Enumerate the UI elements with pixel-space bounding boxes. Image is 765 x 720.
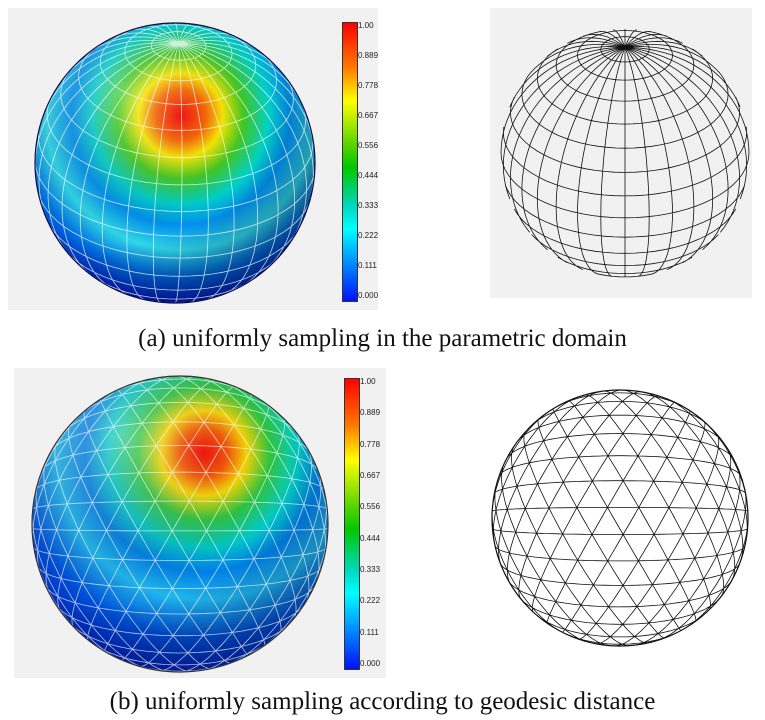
colorbar-a-tick-9: 0.000 (358, 291, 379, 300)
panel-a-wireframe-sphere (500, 29, 750, 278)
panel-b-wireframe-sphere (491, 389, 749, 647)
colorbar-a-tick-8: 0.111 (358, 261, 377, 270)
colorbar-a-tick-7: 0.222 (358, 231, 379, 240)
colorbar-a-tick-5: 0.444 (358, 171, 379, 180)
caption-b: (b) uniformly sampling according to geod… (109, 688, 656, 715)
colorbar-b-tick-6: 0.333 (360, 565, 381, 574)
panel-a-wire-background (490, 8, 752, 298)
colorbar-b-tick-5: 0.444 (360, 533, 381, 543)
panel-b-colored-sphere (31, 375, 329, 673)
colorbar-b-tick-4: 0.556 (360, 502, 381, 512)
colorbar-a-tick-4: 0.556 (358, 141, 379, 150)
colorbar-b-tick-0: 1.00 (360, 377, 376, 386)
caption-a: (a) uniformly sampling in the parametric… (138, 325, 627, 352)
colorbar-b-tick-2: 0.778 (360, 439, 381, 449)
wireA-lines (500, 29, 750, 278)
colorbar-a-tick-2: 0.778 (358, 81, 379, 90)
colorbar-a-tick-3: 0.667 (358, 111, 379, 120)
colorbar-a: 1.00 0.889 0.778 0.667 0.556 0.444 0.333 0.222 0… (342, 21, 382, 302)
colorbar-a-tick-0: 1.00 (358, 21, 374, 30)
colorbar-b: 1.00 0.889 0.778 0.667 0.556 0.444 0.333 0.222 0… (344, 377, 384, 670)
colorbar-b-tick-8: 0.111 (360, 627, 379, 637)
colorbar-b-gradient (344, 378, 360, 670)
colorbar-b-tick-7: 0.222 (360, 596, 381, 606)
colorbar-b-tick-9: 0.000 (360, 659, 381, 668)
panel-a-colored-sphere (34, 22, 316, 304)
wireB-lines (492, 390, 748, 646)
colorbar-a-gradient (342, 22, 358, 302)
colorbar-a-tick-6: 0.333 (358, 201, 379, 210)
colorbar-b-tick-1: 0.889 (360, 408, 381, 418)
colorbar-b-tick-3: 0.667 (360, 471, 381, 480)
colorbar-a-tick-1: 0.889 (358, 51, 379, 60)
